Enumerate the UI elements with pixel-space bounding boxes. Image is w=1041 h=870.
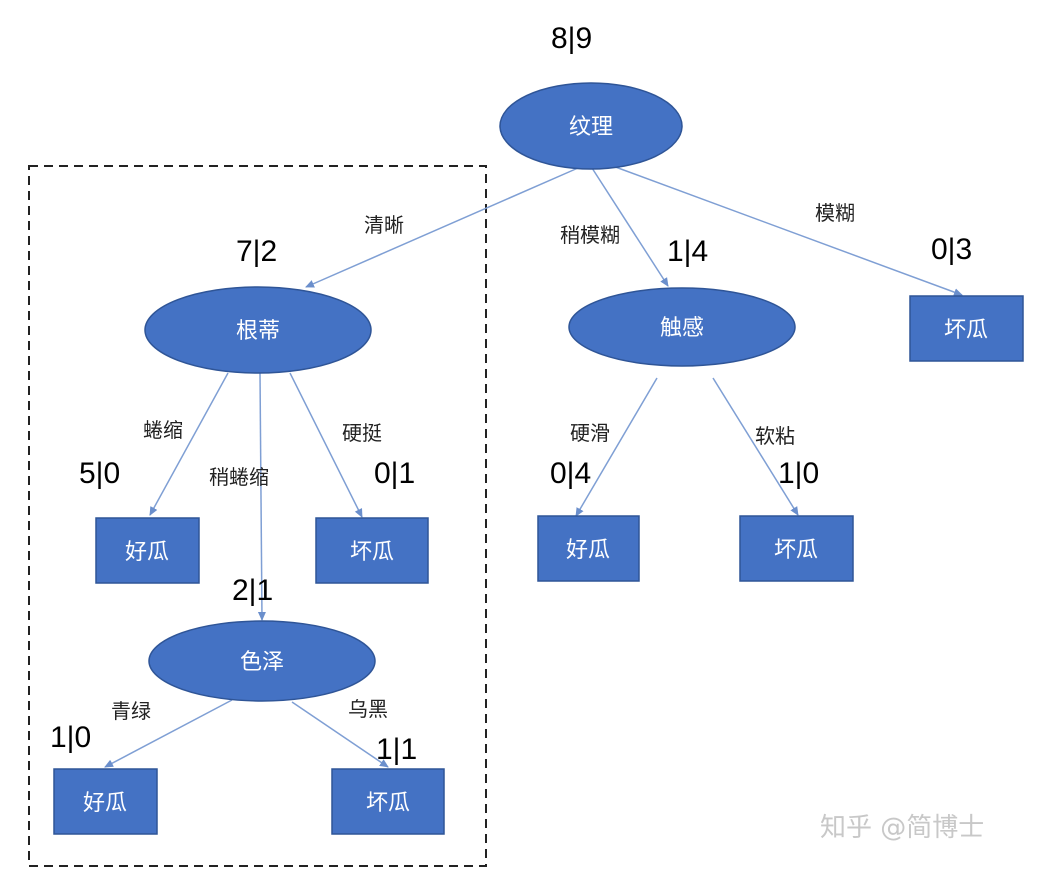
node-color: 色泽 bbox=[148, 620, 376, 702]
leaf-blurry: 坏瓜 bbox=[909, 295, 1024, 362]
count-color: 2|1 bbox=[232, 574, 273, 607]
edge-root-stem-to-curled-leaf bbox=[149, 372, 229, 516]
edge-root-stem-to-color bbox=[257, 372, 266, 621]
leaf-curled: 好瓜 bbox=[95, 517, 200, 584]
edge-touch-to-hard-smooth-leaf bbox=[575, 377, 658, 517]
node-root-label: 纹理 bbox=[569, 115, 613, 140]
count-soft-sticky-leaf: 1|0 bbox=[778, 457, 819, 490]
edge-label-clear: 清晰 bbox=[364, 213, 404, 237]
edge-color-to-green-leaf bbox=[104, 699, 233, 768]
edge-root-to-root-stem bbox=[305, 167, 579, 288]
leaf-green: 好瓜 bbox=[53, 768, 158, 835]
edge-label-blurry: 模糊 bbox=[815, 201, 855, 225]
leaf-soft-sticky-label: 坏瓜 bbox=[774, 538, 818, 563]
leaf-soft-sticky: 坏瓜 bbox=[739, 515, 854, 582]
subtree-highlight-box bbox=[28, 165, 487, 867]
count-blurry-leaf: 0|3 bbox=[931, 233, 972, 266]
count-green-leaf: 1|0 bbox=[50, 721, 91, 754]
count-root-stem: 7|2 bbox=[236, 235, 277, 268]
edge-label-slightly-blurry: 稍模糊 bbox=[560, 223, 620, 247]
edges bbox=[104, 164, 963, 768]
count-root: 8|9 bbox=[551, 22, 592, 55]
leaf-hard-smooth-label: 好瓜 bbox=[566, 538, 610, 563]
edge-color-to-black-leaf bbox=[291, 701, 389, 768]
watermark: 知乎 @简博士 bbox=[820, 813, 984, 843]
leaf-black: 坏瓜 bbox=[331, 768, 445, 835]
node-root-stem-label: 根蒂 bbox=[236, 319, 280, 344]
edge-label-curled: 蜷缩 bbox=[143, 418, 183, 442]
leaf-stiff: 坏瓜 bbox=[315, 517, 429, 584]
count-hard-smooth-leaf: 0|4 bbox=[550, 457, 591, 490]
edge-label-soft-sticky: 软粘 bbox=[755, 424, 795, 448]
leaf-blurry-label: 坏瓜 bbox=[944, 318, 988, 343]
edge-label-stiff: 硬挺 bbox=[342, 421, 382, 445]
edge-label-hard-smooth: 硬滑 bbox=[570, 421, 610, 445]
leaf-hard-smooth: 好瓜 bbox=[537, 515, 640, 582]
count-stiff-leaf: 0|1 bbox=[374, 457, 415, 490]
leaf-stiff-label: 坏瓜 bbox=[350, 540, 394, 565]
count-black-leaf: 1|1 bbox=[376, 733, 417, 766]
edge-root-stem-to-stiff-leaf bbox=[289, 372, 363, 518]
count-curled-leaf: 5|0 bbox=[79, 457, 120, 490]
node-touch: 触感 bbox=[568, 287, 796, 367]
leaf-black-label: 坏瓜 bbox=[366, 791, 410, 816]
edge-touch-to-soft-sticky-leaf bbox=[712, 377, 799, 516]
edge-root-to-touch bbox=[591, 167, 669, 287]
node-root: 纹理 bbox=[499, 82, 683, 170]
leaf-curled-label: 好瓜 bbox=[125, 540, 169, 565]
node-color-label: 色泽 bbox=[240, 650, 284, 675]
leaf-green-label: 好瓜 bbox=[83, 791, 127, 816]
edge-root-to-blurry-leaf bbox=[609, 164, 963, 296]
count-touch: 1|4 bbox=[667, 235, 708, 268]
edge-label-slightly-curled: 稍蜷缩 bbox=[209, 465, 269, 489]
node-root-stem: 根蒂 bbox=[144, 286, 372, 374]
edge-label-black: 乌黑 bbox=[348, 697, 388, 721]
edge-label-green: 青绿 bbox=[111, 699, 151, 723]
node-touch-label: 触感 bbox=[660, 316, 704, 341]
